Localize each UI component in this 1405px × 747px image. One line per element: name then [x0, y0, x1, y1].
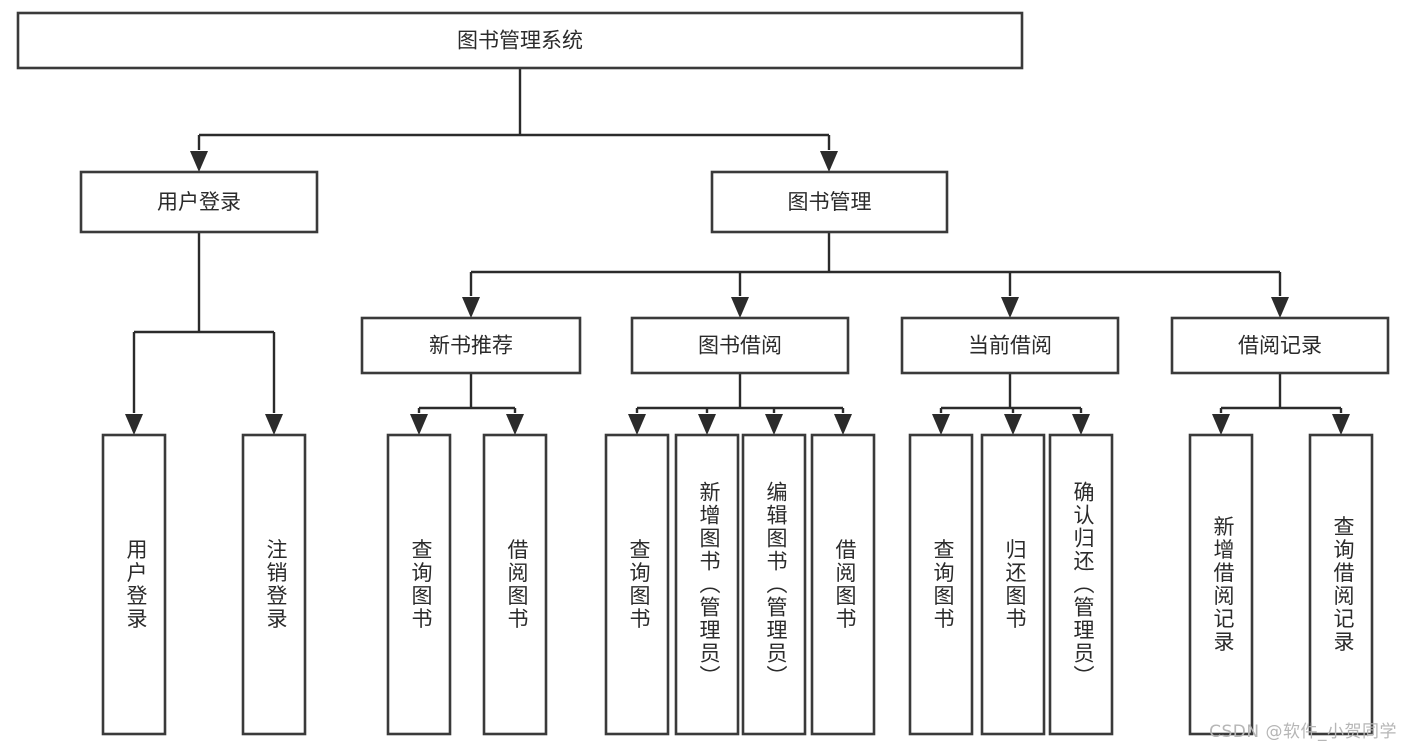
- node-box-leaf-query-book-recommend[interactable]: [386, 433, 452, 736]
- node-leaf-add-book[interactable]: 新增图书（管理员）: [674, 433, 740, 736]
- new-book-recommend-branch-arrow: [410, 414, 428, 435]
- node-leaf-return-book[interactable]: 归还图书: [980, 433, 1046, 736]
- node-box-leaf-query-book-borrow[interactable]: [604, 433, 670, 736]
- node-label-user-login: 用户登录: [157, 190, 241, 214]
- node-new-book-recommend[interactable]: 新书推荐: [360, 316, 582, 375]
- node-book-manage[interactable]: 图书管理: [710, 170, 949, 234]
- node-box-leaf-edit-book[interactable]: [741, 433, 807, 736]
- current-borrow-branch-arrow: [1004, 414, 1022, 435]
- user-login-branch-arrow: [265, 414, 283, 435]
- node-label-book-borrow: 图书借阅: [698, 334, 782, 358]
- node-leaf-user-login[interactable]: 用户登录: [101, 433, 167, 736]
- borrow-record-branch-arrow: [1212, 414, 1230, 435]
- node-box-leaf-logout[interactable]: [241, 433, 307, 736]
- node-box-leaf-query-borrow-record[interactable]: [1308, 433, 1374, 736]
- node-label-root: 图书管理系统: [457, 29, 583, 53]
- node-root[interactable]: 图书管理系统: [16, 11, 1024, 70]
- new-book-recommend-branch-arrow: [506, 414, 524, 435]
- book-manage-branch-arrow: [462, 297, 480, 318]
- node-current-borrow[interactable]: 当前借阅: [900, 316, 1120, 375]
- node-box-leaf-user-login[interactable]: [101, 433, 167, 736]
- node-label-leaf-borrow-book-recommend: 借阅图书: [505, 539, 529, 631]
- node-box-borrow-record[interactable]: [1170, 316, 1390, 375]
- node-leaf-query-book-current[interactable]: 查询图书: [908, 433, 974, 736]
- node-box-book-manage[interactable]: [710, 170, 949, 234]
- node-box-new-book-recommend[interactable]: [360, 316, 582, 375]
- node-label-leaf-query-book-recommend: 查询图书: [409, 539, 433, 631]
- node-label-leaf-confirm-return: 确认归还（管理员）: [1071, 481, 1095, 688]
- book-borrow-branch-arrow: [628, 414, 646, 435]
- book-borrow-branch-arrow: [765, 414, 783, 435]
- node-label-leaf-add-borrow-record: 新增借阅记录: [1211, 516, 1235, 654]
- node-layer: 图书管理系统用户登录图书管理新书推荐图书借阅当前借阅借阅记录用户登录注销登录查询…: [16, 11, 1390, 736]
- node-label-leaf-query-book-current: 查询图书: [931, 539, 955, 631]
- node-box-leaf-borrow-book-recommend[interactable]: [482, 433, 548, 736]
- node-box-leaf-confirm-return[interactable]: [1048, 433, 1114, 736]
- root-branch-arrow: [190, 151, 208, 172]
- node-label-leaf-query-borrow-record: 查询借阅记录: [1331, 516, 1355, 654]
- node-leaf-query-borrow-record[interactable]: 查询借阅记录: [1308, 433, 1374, 736]
- node-label-leaf-borrow-book: 借阅图书: [833, 539, 857, 631]
- node-label-leaf-add-book: 新增图书（管理员）: [697, 481, 721, 688]
- node-leaf-query-book-recommend[interactable]: 查询图书: [386, 433, 452, 736]
- current-borrow-branch-arrow: [932, 414, 950, 435]
- node-label-current-borrow: 当前借阅: [968, 334, 1052, 358]
- node-leaf-edit-book[interactable]: 编辑图书（管理员）: [741, 433, 807, 736]
- node-label-new-book-recommend: 新书推荐: [429, 334, 513, 358]
- node-leaf-add-borrow-record[interactable]: 新增借阅记录: [1188, 433, 1254, 736]
- node-leaf-logout[interactable]: 注销登录: [241, 433, 307, 736]
- book-borrow-branch-arrow: [698, 414, 716, 435]
- node-box-leaf-query-book-current[interactable]: [908, 433, 974, 736]
- node-label-leaf-logout: 注销登录: [264, 539, 288, 631]
- book-manage-branch-arrow: [731, 297, 749, 318]
- node-box-leaf-return-book[interactable]: [980, 433, 1046, 736]
- node-label-book-manage: 图书管理: [788, 190, 872, 214]
- book-manage-branch-arrow: [1001, 297, 1019, 318]
- node-leaf-confirm-return[interactable]: 确认归还（管理员）: [1048, 433, 1114, 736]
- connector-layer: [125, 68, 1350, 435]
- book-borrow-branch-arrow: [834, 414, 852, 435]
- node-box-leaf-borrow-book[interactable]: [810, 433, 876, 736]
- node-leaf-query-book-borrow[interactable]: 查询图书: [604, 433, 670, 736]
- node-user-login[interactable]: 用户登录: [79, 170, 319, 234]
- node-borrow-record[interactable]: 借阅记录: [1170, 316, 1390, 375]
- borrow-record-branch-arrow: [1332, 414, 1350, 435]
- node-label-borrow-record: 借阅记录: [1238, 334, 1322, 358]
- current-borrow-branch-arrow: [1072, 414, 1090, 435]
- node-label-leaf-edit-book: 编辑图书（管理员）: [764, 481, 788, 688]
- node-label-leaf-user-login: 用户登录: [124, 539, 148, 631]
- node-book-borrow[interactable]: 图书借阅: [630, 316, 850, 375]
- node-label-leaf-return-book: 归还图书: [1003, 539, 1027, 631]
- user-login-branch-arrow: [125, 414, 143, 435]
- book-manage-branch-arrow: [1271, 297, 1289, 318]
- node-box-current-borrow[interactable]: [900, 316, 1120, 375]
- node-box-leaf-add-borrow-record[interactable]: [1188, 433, 1254, 736]
- node-leaf-borrow-book-recommend[interactable]: 借阅图书: [482, 433, 548, 736]
- node-box-book-borrow[interactable]: [630, 316, 850, 375]
- node-box-root[interactable]: [16, 11, 1024, 70]
- node-box-user-login[interactable]: [79, 170, 319, 234]
- node-label-leaf-query-book-borrow: 查询图书: [627, 539, 651, 631]
- root-branch-arrow: [820, 151, 838, 172]
- node-box-leaf-add-book[interactable]: [674, 433, 740, 736]
- node-leaf-borrow-book[interactable]: 借阅图书: [810, 433, 876, 736]
